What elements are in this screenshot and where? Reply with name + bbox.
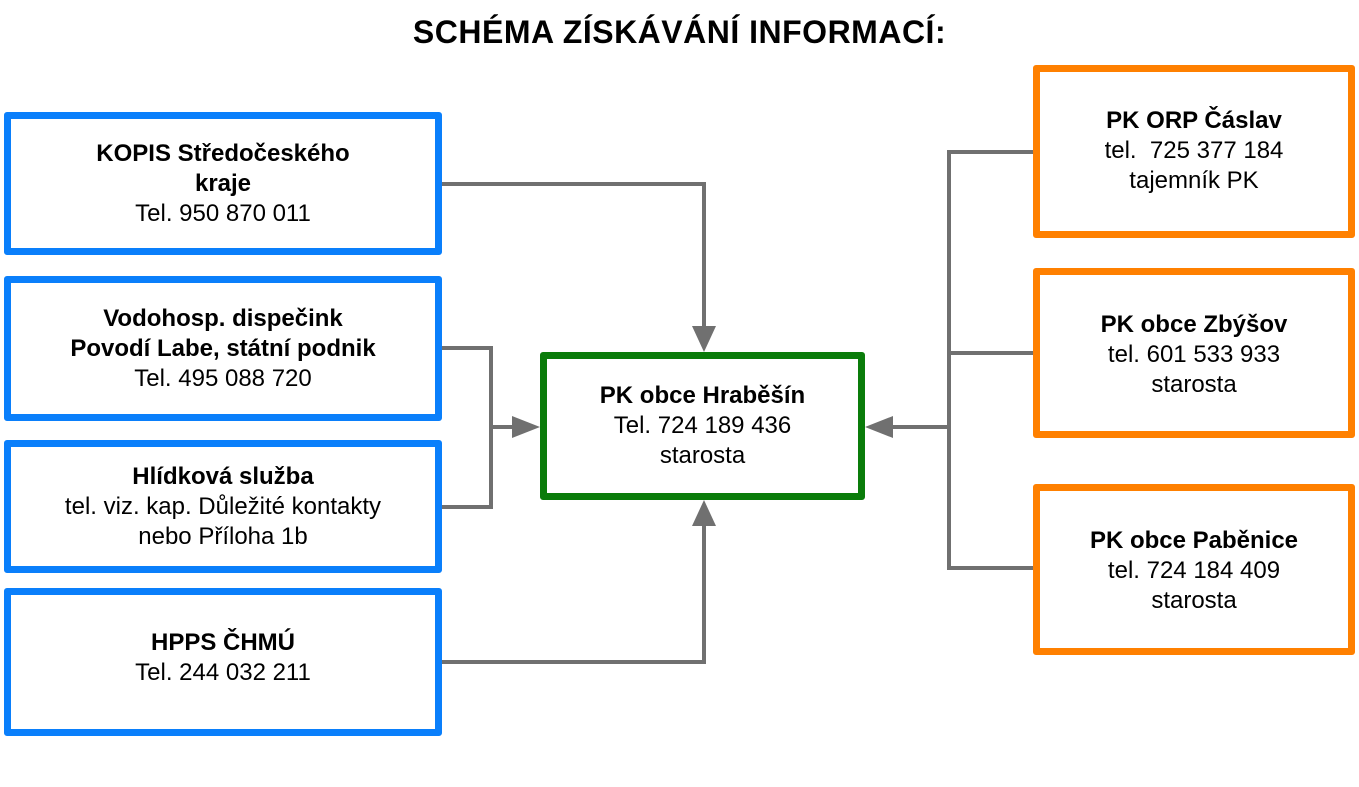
center-box-hrabesin: PK obce Hraběšín Tel. 724 189 436 staros…: [540, 352, 865, 500]
neighbor-name: PK obce Paběnice: [1089, 527, 1299, 554]
source-phone: Tel. 495 088 720: [134, 364, 312, 392]
connector-hpps: [442, 522, 706, 664]
arrowhead-left: [512, 416, 540, 438]
neighbor-name: PK obce Zbýšov: [1100, 311, 1288, 338]
source-box-kopis: KOPIS Středočeského kraje Tel. 950 870 0…: [4, 112, 442, 255]
source-name: KOPIS Středočeského: [96, 139, 350, 167]
source-name: HPPS ČHMÚ: [150, 629, 295, 656]
source-name: kraje: [194, 169, 252, 197]
diagram-title: SCHÉMA ZÍSKÁVÁNÍ INFORMACÍ:: [412, 14, 947, 50]
source-name: Povodí Labe, státní podnik: [70, 334, 376, 362]
source-box-hlidkova: Hlídková služba tel. viz. kap. Důležité …: [4, 440, 442, 573]
neighbor-role: starosta: [1151, 587, 1237, 614]
connector-right-bus: [947, 150, 1033, 570]
neighbor-box-pabenice: PK obce Paběnice tel. 724 184 409 staros…: [1033, 484, 1355, 655]
neighbor-phone: tel. 725 377 184: [1104, 137, 1284, 164]
connector-vodohosp: [442, 346, 493, 509]
center-role: starosta: [659, 442, 746, 469]
neighbor-box-caslav: PK ORP Čáslav tel. 725 377 184 tajemník …: [1033, 65, 1355, 238]
source-name: Hlídková služba: [132, 462, 314, 490]
source-phone: Tel. 950 870 011: [135, 199, 311, 227]
neighbor-role: starosta: [1151, 371, 1237, 398]
neighbor-name: PK ORP Čáslav: [1106, 107, 1282, 134]
arrowhead-right: [865, 416, 893, 438]
source-box-hpps: HPPS ČHMÚ Tel. 244 032 211: [4, 588, 442, 736]
source-phone: Tel. 244 032 211: [135, 659, 311, 686]
neighbor-box-zbysov: PK obce Zbýšov tel. 601 533 933 starosta: [1033, 268, 1355, 438]
source-detail: nebo Příloha 1b: [138, 522, 308, 550]
source-box-vodohosp: Vodohosp. dispečink Povodí Labe, státní …: [4, 276, 442, 421]
source-detail: tel. viz. kap. Důležité kontakty: [64, 492, 382, 520]
arrowhead-top: [692, 326, 716, 352]
neighbor-phone: tel. 601 533 933: [1107, 341, 1281, 368]
connector-kopis: [442, 182, 706, 330]
arrowhead-bottom: [692, 500, 716, 526]
center-name: PK obce Hraběšín: [599, 382, 806, 409]
neighbor-role: tajemník PK: [1129, 167, 1259, 194]
center-phone: Tel. 724 189 436: [613, 412, 792, 439]
source-name: Vodohosp. dispečink: [103, 304, 343, 332]
neighbor-phone: tel. 724 184 409: [1107, 557, 1281, 584]
